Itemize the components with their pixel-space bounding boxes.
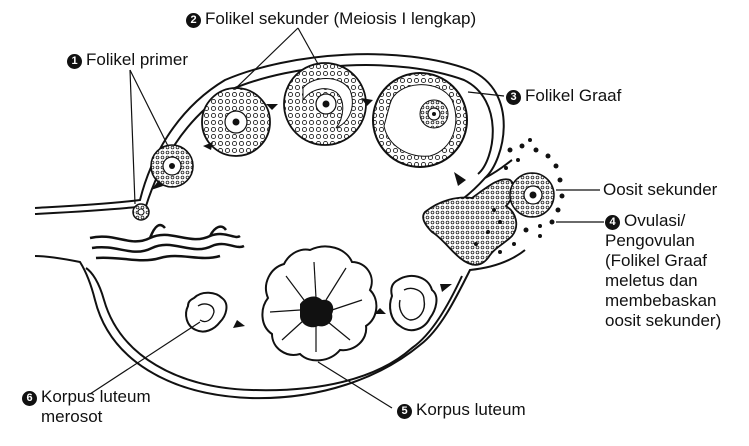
label-number-5: 5 xyxy=(397,404,412,419)
corpus-luteum-degenerating xyxy=(185,291,228,333)
ovary-outline xyxy=(34,53,526,400)
arrow-1 xyxy=(151,180,163,190)
label-number-2: 2 xyxy=(186,13,201,28)
label-folikel-primer: 1 Folikel primer xyxy=(67,50,188,70)
rupturing-follicle xyxy=(422,172,555,266)
label-line-ovulasi-4: membebaskan xyxy=(605,291,717,310)
hilum-vessels xyxy=(89,223,245,262)
label-text-oosit-sekunder: Oosit sekunder xyxy=(603,180,718,199)
arrow-3 xyxy=(266,104,278,110)
label-line-ovulasi-3: meletus dan xyxy=(605,271,698,290)
label-korpus-luteum-merosot: 6 Korpus luteum merosot xyxy=(22,387,151,427)
label-line-ovulasi-2: (Folikel Graaf xyxy=(605,251,708,270)
label-line-ovulasi-5: oosit sekunder) xyxy=(605,311,722,330)
arrow-2 xyxy=(203,142,213,150)
label-korpus-luteum: 5 Korpus luteum xyxy=(397,400,526,420)
label-line-ovulasi-1: Pengovulan xyxy=(605,231,695,250)
label-ovulasi: 4 Ovulasi/ Pengovulan (Folikel Graaf mele… xyxy=(605,211,721,331)
arrow-5 xyxy=(454,172,466,186)
early-corpus-luteum xyxy=(389,274,438,332)
secondary-follicle-1 xyxy=(201,87,271,157)
label-line-ovulasi-0: Ovulasi/ xyxy=(624,211,686,230)
label-folikel-graaf: 3 Folikel Graaf xyxy=(506,86,621,106)
label-text-korpus-luteum: Korpus luteum xyxy=(416,400,526,419)
secondary-follicle-2 xyxy=(283,62,367,146)
arrow-6 xyxy=(440,284,452,292)
arrow-4 xyxy=(361,98,373,106)
arrow-7 xyxy=(374,308,386,314)
leader-lines xyxy=(89,27,604,409)
label-folikel-sekunder: 2 Folikel sekunder (Meiosis I lengkap) xyxy=(186,9,476,29)
growing-follicle xyxy=(150,144,194,188)
label-number-3: 3 xyxy=(506,90,521,105)
released-cells xyxy=(474,138,565,254)
graafian-follicle xyxy=(372,72,468,168)
label-line-merosot-0: Korpus luteum xyxy=(41,387,151,406)
label-oosit-sekunder: Oosit sekunder xyxy=(603,180,717,200)
corpus-luteum xyxy=(261,245,378,362)
label-text-folikel-primer: Folikel primer xyxy=(86,50,189,69)
label-number-4: 4 xyxy=(605,215,620,230)
label-text-folikel-graaf: Folikel Graaf xyxy=(525,86,622,105)
label-number-6: 6 xyxy=(22,391,37,406)
sequence-arrows xyxy=(151,98,466,328)
label-number-1: 1 xyxy=(67,54,82,69)
arrow-8 xyxy=(233,320,245,328)
label-line-merosot-1: merosot xyxy=(41,407,103,426)
primary-follicle xyxy=(132,203,150,221)
label-text-folikel-sekunder: Folikel sekunder (Meiosis I lengkap) xyxy=(205,9,477,28)
